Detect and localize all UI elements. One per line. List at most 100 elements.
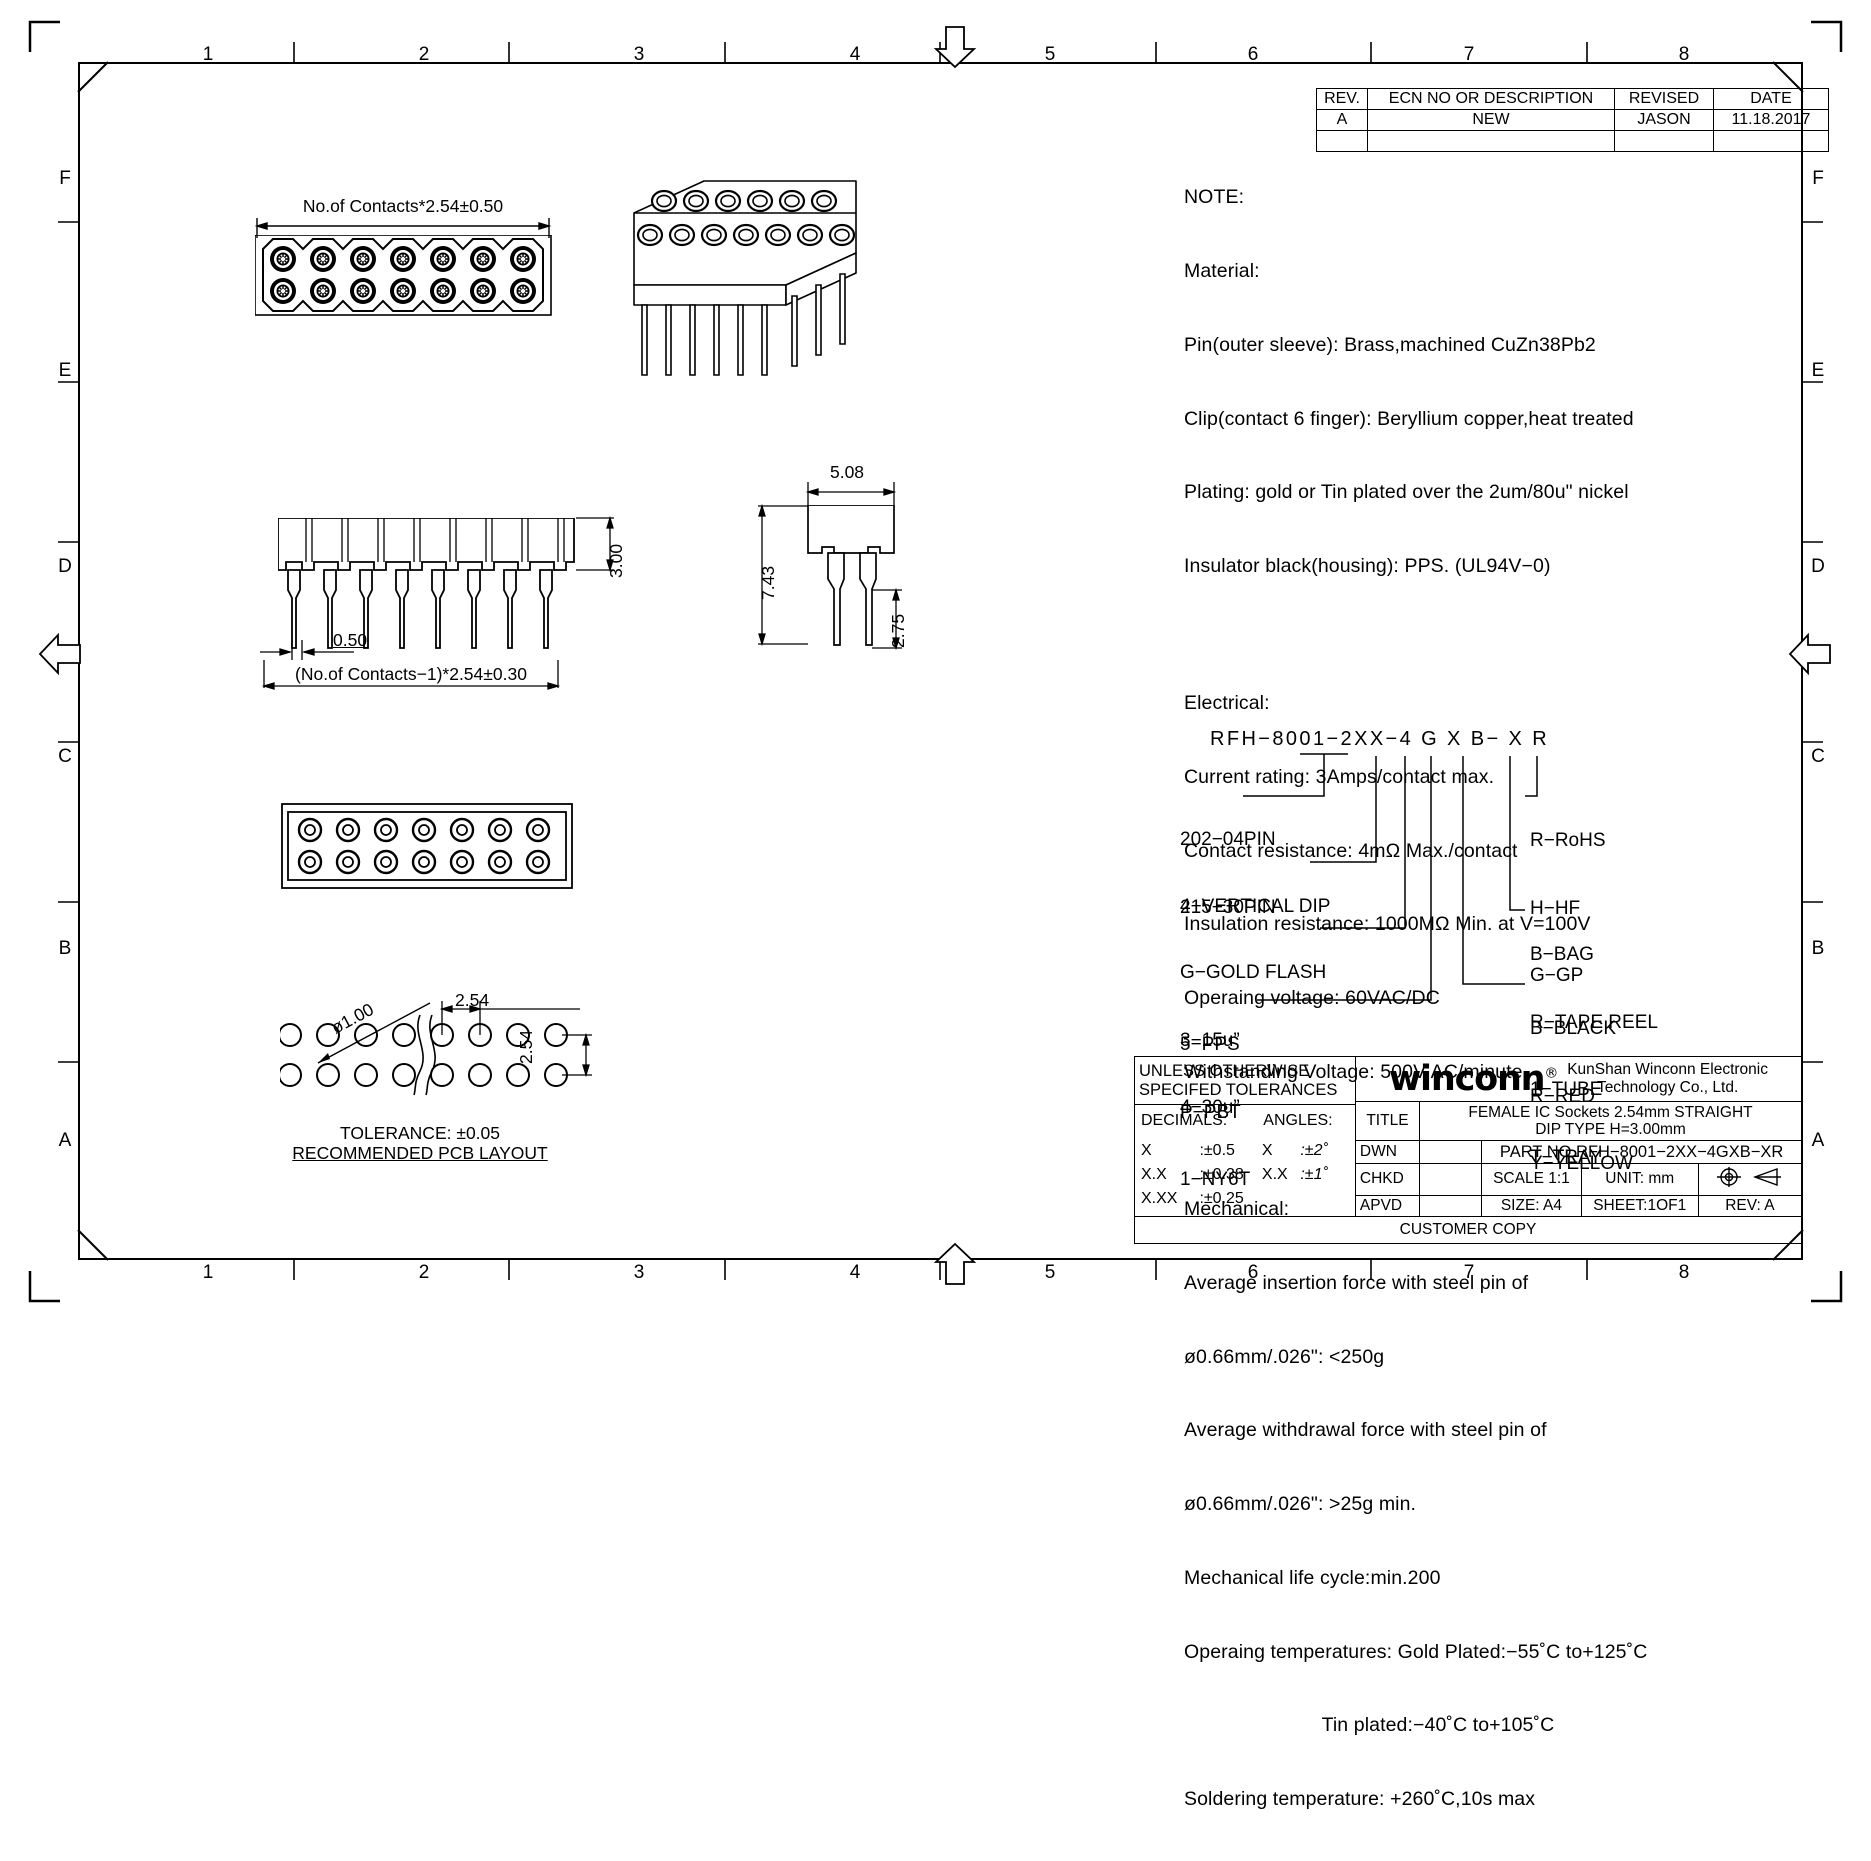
revision-cell-date [1713, 130, 1829, 152]
dim-section-tail: 2.75 [888, 613, 908, 648]
pcb-layout-caption: RECOMMENDED PCB LAYOUT [292, 1143, 548, 1163]
title-label: TITLE [1354, 1100, 1421, 1142]
first-angle-projection-icon [1716, 1166, 1781, 1187]
apvd-label: APVD [1354, 1194, 1421, 1218]
notes-material-line: Insulator black(housing): PPS. (UL94V−0) [1184, 555, 1551, 578]
pn-option: 4−VERTICAL DIP [1180, 896, 1331, 917]
zone-label-top-6: 6 [1247, 44, 1259, 65]
tol-dec-value: :±0.5 [1199, 1142, 1235, 1159]
dim-section-width: 5.08 [829, 462, 865, 482]
zone-label-bottom-3: 3 [633, 1262, 645, 1283]
revision-cell-date: 11.18.2017 [1713, 109, 1829, 131]
apvd-value [1418, 1194, 1483, 1218]
notes-electrical-line: Current rating: 3Amps/contact max. [1184, 765, 1495, 788]
tol-ang-value: :±2˚ [1300, 1142, 1328, 1159]
tolerance-row: X :±0.5 X :±2˚ [1141, 1139, 1351, 1163]
isometric-contact-holes [636, 189, 856, 247]
section-height-dimension [758, 503, 808, 647]
pin-width-dimension [260, 640, 354, 660]
revision-header-rev: REV. [1316, 88, 1368, 110]
zone-label-right-a: A [1811, 1130, 1825, 1151]
zone-label-bottom-8: 8 [1678, 1262, 1690, 1283]
unit-value: UNIT: mm [1580, 1162, 1699, 1196]
pn-option: H−HF [1530, 897, 1581, 919]
dim-pcb-pitch-y: 2.54 [516, 1029, 536, 1064]
pcb-tolerance-label: TOLERANCE: ±0.05 [339, 1123, 501, 1143]
notes-electrical-heading: Electrical: [1184, 692, 1270, 715]
revision-header-row: REV. ECN NO OR DESCRIPTION REVISED DATE [1316, 88, 1829, 110]
zone-label-right-b: B [1811, 938, 1825, 959]
notes-mechanical-line: Tin plated:−40˚C to+105˚C [1184, 1714, 1555, 1737]
notes-material-line: Clip(contact 6 finger): Beryllium copper… [1184, 407, 1634, 430]
pn-left-group-type: 4−VERTICAL DIP [1180, 851, 1330, 964]
dim-top-view-width: No.of Contacts*2.54±0.50 [302, 196, 504, 216]
tol-dec-name: X.X [1141, 1166, 1167, 1183]
zone-label-left-b: B [58, 938, 72, 959]
chkd-value [1418, 1162, 1483, 1196]
title-block: UNLESS OTHERWISE SPECIFED TOLERANCES DEC… [1134, 1056, 1803, 1244]
drawing-title: FEMALE IC Sockets 2.54mm STRAIGHT DIP TY… [1419, 1100, 1802, 1142]
company-line1: KunShan Winconn Electronic [1567, 1061, 1768, 1078]
isometric-pins [641, 273, 846, 376]
revision-cell-rev: A [1316, 109, 1368, 131]
zone-label-right-f: F [1812, 168, 1824, 189]
zone-label-left-c: C [58, 746, 72, 767]
tol-ang-value: :±1˚ [1300, 1166, 1328, 1183]
zone-label-top-1: 1 [202, 44, 214, 65]
part-number-leader-lines [1243, 753, 1538, 1001]
dwn-value [1418, 1140, 1483, 1164]
zone-label-right-e: E [1811, 360, 1825, 381]
notes-mechanical-line: ø0.66mm/.026": >25g min. [1184, 1493, 1417, 1516]
zone-label-top-2: 2 [418, 44, 430, 65]
chkd-label: CHKD [1354, 1162, 1421, 1196]
zone-label-bottom-2: 2 [418, 1262, 430, 1283]
pn-option: 215−30PIN [1180, 896, 1276, 918]
tol-ang-name: X.X [1261, 1166, 1288, 1183]
drawing-title-line1: FEMALE IC Sockets 2.54mm STRAIGHT [1468, 1104, 1753, 1122]
pn-option: 3−15u” [1180, 1029, 1240, 1051]
side-view-height-dimension [576, 515, 614, 573]
notes-mechanical-line: Soldering temperature: +260˚C,10s max [1184, 1788, 1536, 1811]
pn-option: G−GP [1530, 965, 1584, 986]
revision-header-desc: ECN NO OR DESCRIPTION [1367, 88, 1615, 110]
pin-pitch-dimension-line [261, 660, 561, 690]
zone-label-right-c: C [1811, 746, 1825, 767]
pn-option: 202−04PIN [1180, 829, 1276, 850]
notes-mechanical-line: Mechanical life cycle:min.200 [1184, 1566, 1441, 1589]
tolerance-column-headings: DECIMALS: ANGLES: [1141, 1109, 1351, 1133]
side-view-drawing [278, 518, 575, 649]
part-number-value: PART NO.RFH−8001−2XX−4GXB−XR [1481, 1140, 1802, 1164]
notes-material-line: Plating: gold or Tin plated over the 2um… [1184, 481, 1629, 504]
zone-label-top-8: 8 [1678, 44, 1690, 65]
pn-option: 5−PPS [1180, 1034, 1240, 1055]
zone-label-right-d: D [1811, 556, 1825, 577]
contact-holes [270, 246, 536, 304]
top-view-dimension-line [255, 218, 552, 238]
pn-option: G−GOLD FLASH [1180, 962, 1327, 983]
decimals-label: DECIMALS: [1141, 1112, 1228, 1129]
pn-option: B−BAG [1530, 944, 1594, 965]
tolerance-heading-line2: SPECIFED TOLERANCES [1139, 1081, 1338, 1099]
zone-label-bottom-1: 1 [202, 1262, 214, 1283]
notes-mechanical-line: Average insertion force with steel pin o… [1184, 1271, 1529, 1294]
dim-pcb-pitch-x: 2.54 [455, 990, 490, 1010]
pn-option: B−BLACK [1530, 1018, 1617, 1039]
tolerance-heading: UNLESS OTHERWISE SPECIFED TOLERANCES [1139, 1062, 1351, 1100]
winconn-logo: winconn® [1388, 1059, 1558, 1099]
tol-dec-name: X [1141, 1142, 1152, 1159]
notes-electrical-line: Operaing voltage: 60VAC/DC [1184, 987, 1440, 1010]
zone-label-left-e: E [58, 360, 72, 381]
zone-label-top-7: 7 [1463, 44, 1475, 65]
zone-label-top-4: 4 [849, 44, 861, 65]
drawing-sheet: 1 2 3 4 5 6 7 8 1 2 3 4 5 6 7 8 F E D C … [28, 20, 1843, 1810]
size-value: SIZE: A4 [1481, 1194, 1582, 1218]
zone-label-top-3: 3 [633, 44, 645, 65]
cross-section-drawing [807, 505, 895, 646]
top-view-drawing [255, 235, 552, 316]
brand-name: winconn [1388, 1059, 1546, 1099]
isometric-view-drawing [633, 180, 857, 376]
pn-option: R−RoHS [1530, 830, 1606, 851]
notes-mechanical-line: Operaing temperatures: Gold Plated:−55˚C… [1184, 1640, 1648, 1663]
rev-value: REV: A [1697, 1194, 1803, 1218]
notes-title: NOTE: [1184, 186, 1245, 209]
